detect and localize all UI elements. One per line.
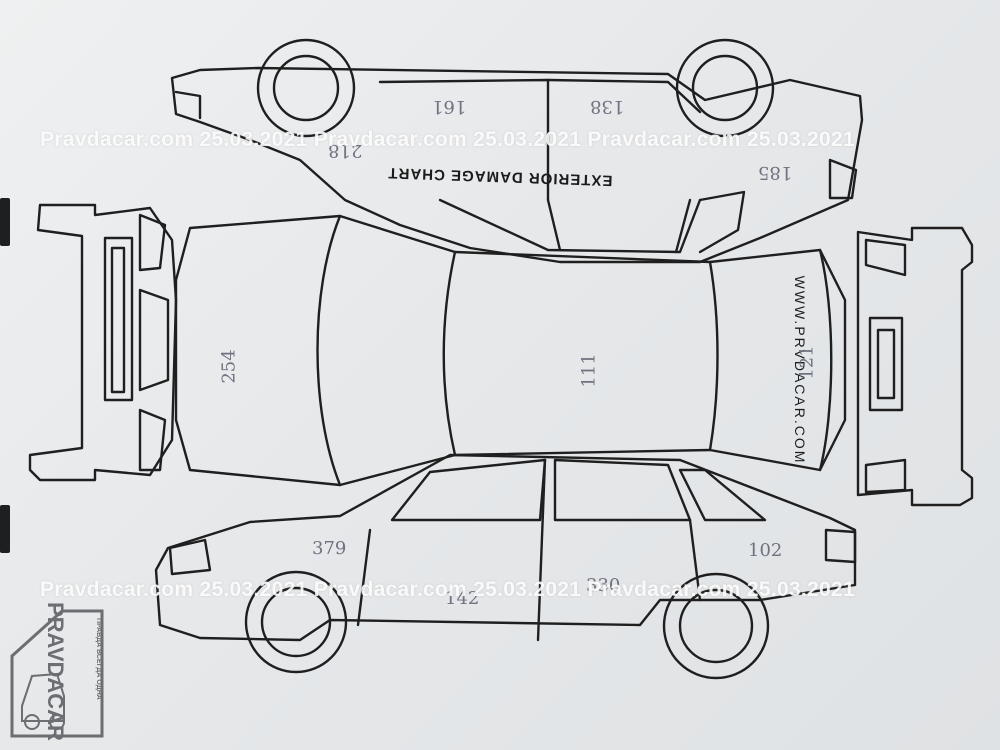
watermark-bottom: Pravdacar.com 25.03.2021 Pravdacar.com 2…: [40, 578, 855, 601]
reading-hood: 254: [218, 349, 240, 384]
clipboard-clip-top: [0, 198, 10, 246]
reading-rear-fender-left: 102: [748, 540, 783, 561]
reading-rear-door-left: 330: [586, 575, 621, 596]
clipboard-clip-bottom: [0, 505, 10, 553]
reading-rear-door-right: 138: [590, 96, 625, 117]
reading-trunk-lid: 121: [796, 345, 818, 380]
car-top-view: [174, 214, 847, 487]
car-rear-view: [856, 226, 974, 507]
reading-front-door-left: 142: [445, 588, 480, 609]
reading-rear-fender-right: 185: [758, 162, 793, 183]
watermark-top: Pravdacar.com 25.03.2021 Pravdacar.com 2…: [40, 128, 855, 151]
car-right-side-view: [170, 38, 864, 264]
reading-roof: 111: [578, 353, 600, 388]
logo-car-icon: [10, 609, 104, 738]
car-front-view: [28, 203, 178, 482]
logo-name: PRAVDACAR: [43, 602, 68, 741]
car-left-side-view: [154, 453, 857, 680]
reading-front-door-right: 161: [432, 96, 467, 117]
reading-front-fender-left: 379: [312, 538, 347, 559]
pravdacar-logo: PRAVDACAR ПРАВДА ВСЕГДА ОДНА: [2, 596, 112, 746]
logo-slogan: ПРАВДА ВСЕГДА ОДНА: [95, 618, 102, 700]
